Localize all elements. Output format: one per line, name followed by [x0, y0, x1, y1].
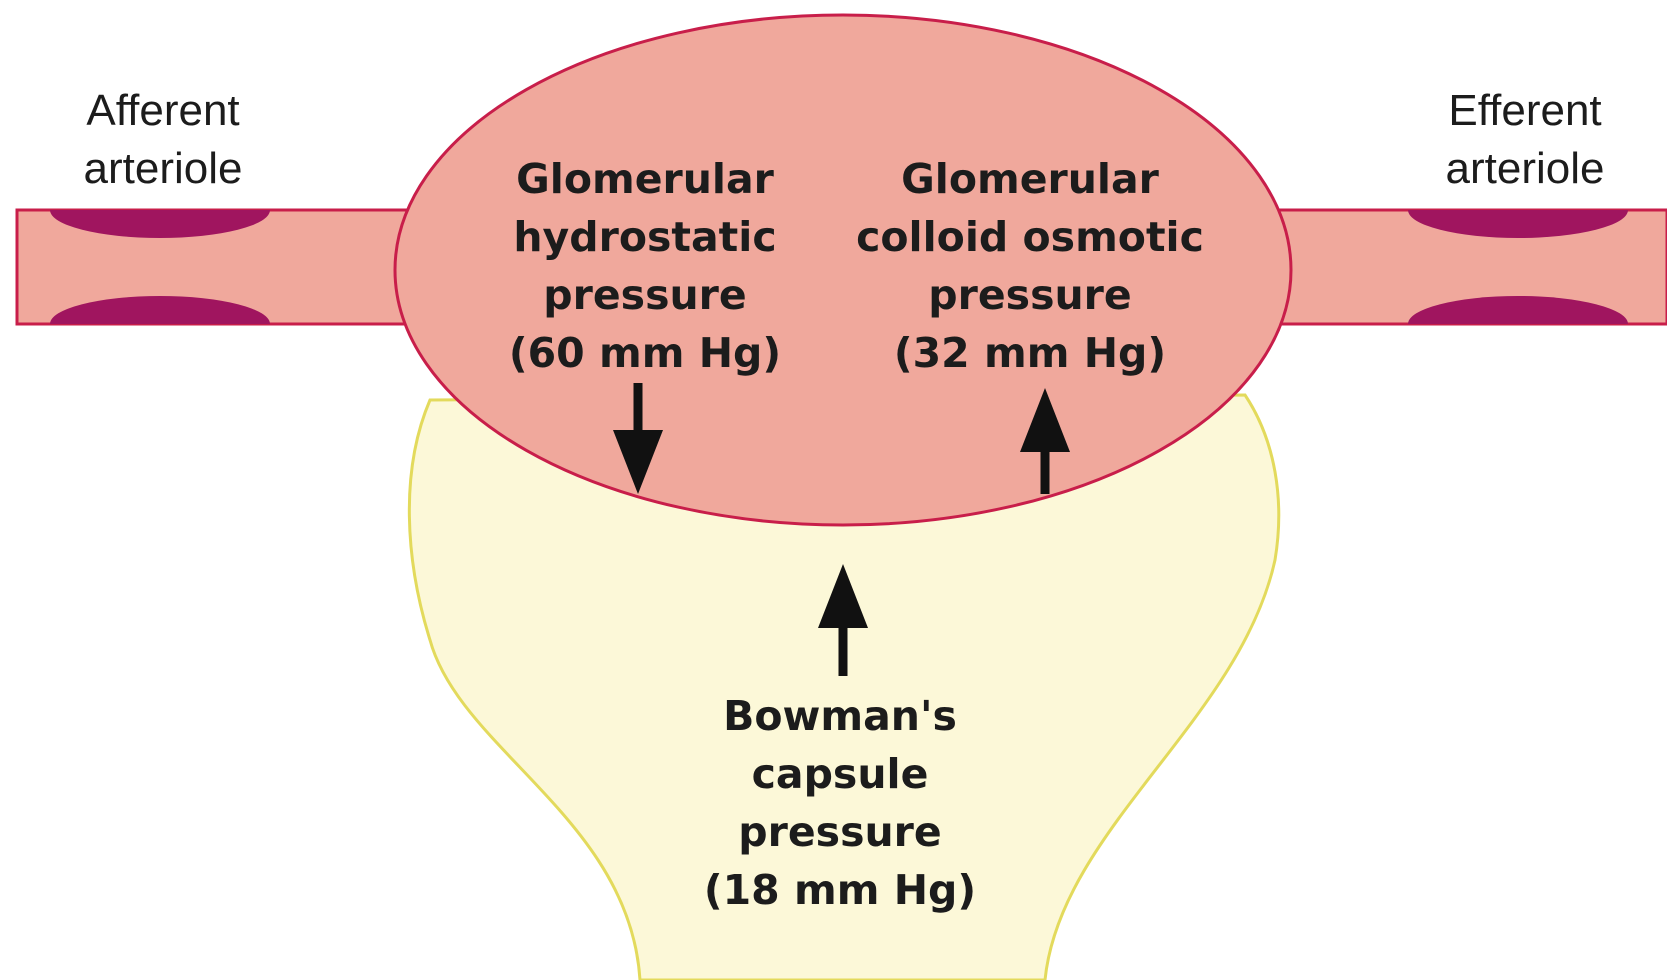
ghp-line-3: pressure: [455, 266, 835, 324]
bowmans-capsule-pressure-label: Bowman's capsule pressure (18 mm Hg): [640, 687, 1040, 919]
ghp-line-2: hydrostatic: [455, 208, 835, 266]
bcp-line-2: capsule: [640, 745, 1040, 803]
efferent-label-line-2: arteriole: [1400, 140, 1650, 198]
bcp-line-1: Bowman's: [640, 687, 1040, 745]
ghp-line-1: Glomerular: [455, 150, 835, 208]
efferent-smooth-muscle-bottom: [1408, 296, 1628, 352]
gcop-line-4: (32 mm Hg): [815, 324, 1245, 382]
gcop-line-1: Glomerular: [815, 150, 1245, 208]
glomerular-hydrostatic-pressure-label: Glomerular hydrostatic pressure (60 mm H…: [455, 150, 835, 382]
gcop-line-2: colloid osmotic: [815, 208, 1245, 266]
efferent-arteriole-label: Efferent arteriole: [1400, 82, 1650, 198]
efferent-label-line-1: Efferent: [1400, 82, 1650, 140]
afferent-arteriole: [17, 182, 437, 352]
afferent-label-line-1: Afferent: [38, 82, 288, 140]
gcop-line-3: pressure: [815, 266, 1245, 324]
afferent-label-line-2: arteriole: [38, 140, 288, 198]
bcp-line-4: (18 mm Hg): [640, 861, 1040, 919]
efferent-arteriole: [1230, 182, 1667, 352]
afferent-arteriole-label: Afferent arteriole: [38, 82, 288, 198]
glomerular-colloid-osmotic-pressure-label: Glomerular colloid osmotic pressure (32 …: [815, 150, 1245, 382]
ghp-line-4: (60 mm Hg): [455, 324, 835, 382]
bcp-line-3: pressure: [640, 803, 1040, 861]
afferent-smooth-muscle-bottom: [50, 296, 270, 352]
